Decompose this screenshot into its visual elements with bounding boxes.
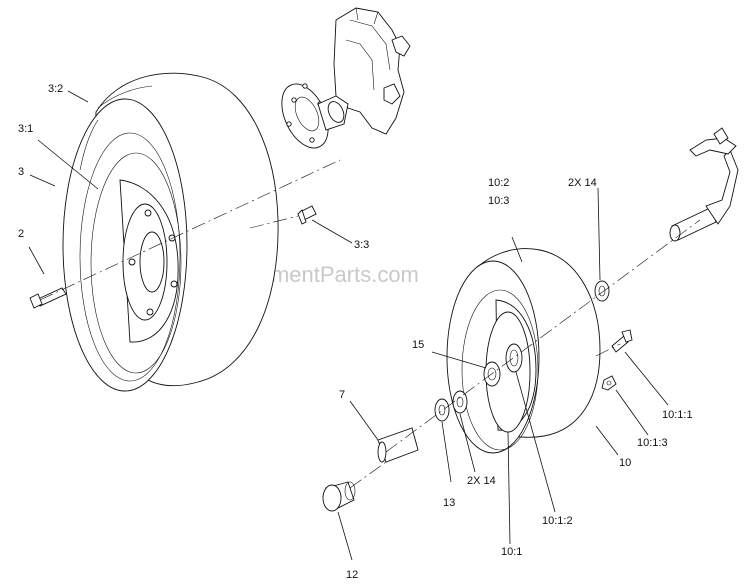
- callout-2: 2: [18, 228, 24, 240]
- bolt-part-2: [29, 287, 67, 309]
- callout-10-1: 10:1: [501, 546, 522, 558]
- bolt-part-10-1-1: [611, 329, 633, 353]
- callout-10-3: 10:3: [488, 195, 509, 207]
- callout-7: 7: [339, 389, 345, 401]
- callout-2x14-top: 2X 14: [568, 177, 597, 189]
- axle-frame-assembly: [281, 7, 411, 149]
- callout-10-1-1: 10:1:1: [662, 409, 693, 421]
- washer-part-14-lower: [452, 390, 468, 414]
- callout-10-1-2: 10:1:2: [542, 515, 573, 527]
- nut-part-10-1-3: [601, 375, 617, 391]
- cap-axis: [349, 461, 387, 489]
- leader-lines: [28, 90, 669, 561]
- callout-2x14-bottom: 2X 14: [467, 475, 496, 487]
- right-spindle-assembly: [669, 127, 739, 242]
- left-wheel-axis: [39, 159, 341, 301]
- callout-3: 3: [18, 166, 24, 178]
- callout-15: 15: [412, 339, 424, 351]
- right-wheel-axis: [385, 219, 701, 453]
- left-wheel-bolt-axis: [249, 215, 299, 229]
- callout-3-2: 3:2: [48, 83, 63, 95]
- callout-10-2: 10:2: [488, 177, 509, 189]
- nut-part-3-3: [297, 205, 317, 225]
- callout-3-3: 3:3: [354, 239, 369, 251]
- pin-part-7: [377, 427, 419, 463]
- left-wheel-tire: [62, 72, 279, 392]
- right-wheel-tire: [446, 248, 601, 454]
- callout-10-1-3: 10:1:3: [637, 437, 668, 449]
- washer-part-14-upper: [594, 280, 610, 302]
- callout-3-1: 3:1: [18, 123, 33, 135]
- right-bolt-axis: [595, 343, 621, 357]
- callout-10: 10: [619, 457, 631, 469]
- callout-12: 12: [346, 569, 358, 581]
- cap-part-12: [322, 481, 356, 512]
- washer-part-13: [434, 398, 450, 422]
- callout-13: 13: [443, 497, 455, 509]
